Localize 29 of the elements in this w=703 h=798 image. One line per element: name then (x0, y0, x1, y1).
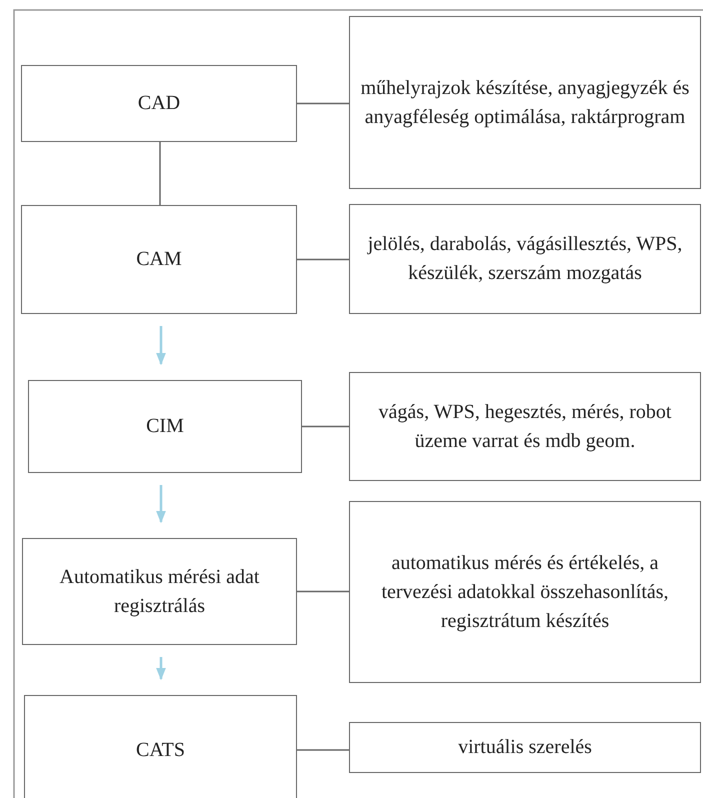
box-text: CIM (145, 414, 185, 439)
connector-line (297, 258, 349, 260)
box-text: műhelyrajzok készítése, anyagjegyzék és anyagféleség optimálása, raktárprogram (360, 76, 690, 130)
connector-line (159, 142, 161, 205)
box-text: automatikus mérés és értékelés, a tervezési adatokkal összehasonlítás, regisztrátum készítés (380, 550, 670, 634)
arrow (156, 485, 166, 524)
process-box (349, 722, 701, 773)
process-box (24, 695, 297, 798)
box-text: CAD (136, 91, 182, 116)
arrow (156, 657, 166, 680)
box-text: CAM (135, 247, 183, 272)
process-box (349, 16, 701, 189)
box-text: jelölés, darabolás, vágásillesztés, WPS, készülék, szerszám mozgatás (366, 232, 684, 286)
process-box (21, 65, 297, 142)
process-box (21, 205, 297, 314)
process-box (349, 372, 701, 481)
process-box (349, 204, 701, 314)
process-box (28, 380, 302, 473)
connector-line (297, 102, 349, 104)
connector-line (297, 749, 349, 751)
process-box (349, 501, 701, 683)
box-text: virtuális szerelés (457, 735, 593, 760)
box-text: CATS (135, 738, 186, 762)
connector-line (302, 426, 349, 428)
process-box (22, 538, 297, 645)
connector-line (297, 590, 349, 592)
box-text: Automatikus mérési adat regisztrálás (58, 564, 260, 618)
box-text: vágás, WPS, hegesztés, mérés, robot üzeme varrat és mdb geom. (378, 400, 672, 454)
arrow (156, 326, 166, 366)
